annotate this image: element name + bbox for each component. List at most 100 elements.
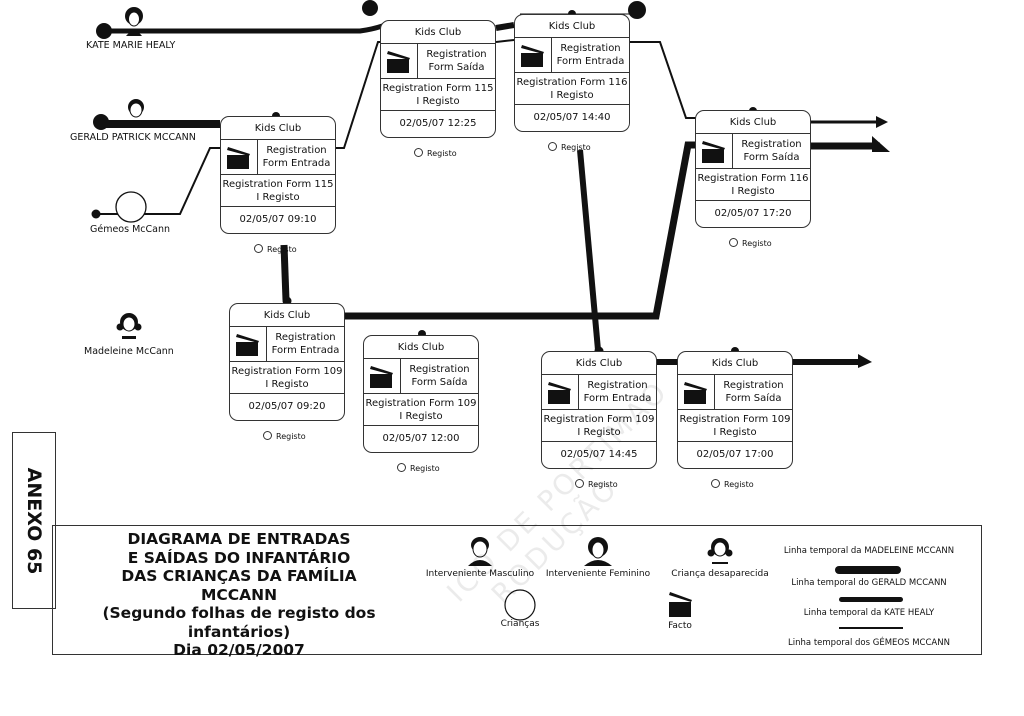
event-form-line: Registration Form 115 <box>222 179 334 190</box>
event-form-line: Registration Form 109 <box>543 414 655 425</box>
event-type-line: Form Entrada <box>271 345 340 356</box>
fact-clapper-icon <box>696 134 733 168</box>
person-twins: Gémeos McCann <box>90 190 170 235</box>
legend-missing-label: Criança desaparecida <box>671 569 769 579</box>
event-source-label: Registo <box>724 480 754 489</box>
event-place: Kids Club <box>364 336 478 359</box>
event-source-label: Registo <box>588 480 618 489</box>
event-form-line: Registration Form 116 <box>697 173 809 184</box>
event-form-line: I Registo <box>265 379 309 390</box>
legend-female: Interveniente Feminino <box>543 536 653 579</box>
event-source-label: Registo <box>276 432 306 441</box>
event-type-line: Form Saída <box>411 377 468 388</box>
event-datetime: 02/05/07 17:00 <box>696 449 774 460</box>
event-type-line: Form Saída <box>428 62 485 73</box>
fact-clapper-icon <box>542 375 579 409</box>
event-source: Registo <box>548 142 591 152</box>
event-source: Registo <box>575 479 618 489</box>
event-type-line: Registration <box>409 364 470 375</box>
legend-timeline-twins: Linha temporal dos GÉMEOS MCCANN <box>769 638 969 648</box>
event-type-line: Registration <box>723 380 784 391</box>
fact-clapper-icon <box>221 140 258 174</box>
event-source-label: Registo <box>742 239 772 248</box>
male-person-icon <box>127 99 145 124</box>
source-circle-icon <box>397 463 406 472</box>
event-source: Registo <box>711 479 754 489</box>
title-line: E SAÍDAS DO INFANTÁRIO <box>127 548 351 567</box>
legend-male-label: Interveniente Masculino <box>425 569 535 579</box>
female-person-icon <box>584 537 612 566</box>
event-type-line: Form Saída <box>725 393 782 404</box>
fact-clapper-icon <box>230 327 267 361</box>
timeline-label: Linha temporal da KATE HEALY <box>803 608 935 618</box>
title-line: DIAGRAMA DE ENTRADAS <box>127 530 351 548</box>
source-circle-icon <box>254 244 263 253</box>
source-circle-icon <box>414 148 423 157</box>
event-form-line: I Registo <box>550 90 594 101</box>
title-line: Dia 02/05/2007 <box>173 641 305 659</box>
title-line: MCCANN <box>200 585 278 604</box>
annex-label: ANEXO 65 <box>12 432 56 609</box>
event-source-label: Registo <box>561 143 591 152</box>
gerald-timeline <box>93 114 890 152</box>
event-type-line: Form Entrada <box>262 158 331 169</box>
event-form: Registration Form 116 I Registo <box>515 73 629 105</box>
event-type-line: Form Entrada <box>583 393 652 404</box>
person-kate: KATE MARIE HEALY <box>84 6 175 51</box>
event-form-line: Registration Form 109 <box>365 398 477 409</box>
event-form-line: Registration Form 116 <box>516 77 628 88</box>
person-name: Madeleine McCann <box>84 346 174 357</box>
legend-timeline-madeleine: Linha temporal da MADELEINE MCCANN <box>769 546 969 556</box>
title-line: DAS CRIANÇAS DA FAMÍLIA <box>121 567 357 585</box>
fact-clapper-icon <box>515 38 552 72</box>
event-source-label: Registo <box>427 149 457 158</box>
missing-child-icon <box>707 538 733 564</box>
event-place: Kids Club <box>230 304 344 327</box>
legend-timeline-kate: Linha temporal da KATE HEALY <box>769 608 969 618</box>
event-form-line: I Registo <box>416 96 460 107</box>
event-type-line: Form Saída <box>743 152 800 163</box>
legend-fact-label: Facto <box>668 621 692 631</box>
person-madeleine: Madeleine McCann <box>84 312 174 357</box>
title-line: (Segundo folhas de registo dos infantári… <box>102 604 376 641</box>
legend-timeline-gerald: Linha temporal do GERALD MCCANN <box>769 578 969 588</box>
source-circle-icon <box>729 238 738 247</box>
event-datetime: 02/05/07 12:25 <box>399 118 477 129</box>
event-source: Registo <box>254 244 297 254</box>
event-datetime: 02/05/07 09:20 <box>248 401 326 412</box>
event-datetime: 02/05/07 14:40 <box>533 112 611 123</box>
legend: DIAGRAMA DE ENTRADAS E SAÍDAS DO INFANTÁ… <box>52 525 982 659</box>
event-source: Registo <box>263 431 306 441</box>
event-datetime: 02/05/07 12:00 <box>382 433 460 444</box>
legend-female-label: Interveniente Feminino <box>545 569 651 579</box>
event-datetime: 02/05/07 09:10 <box>239 214 317 225</box>
event-datetime: 02/05/07 17:20 <box>714 208 792 219</box>
event-form: Registration Form 109 I Registo <box>542 410 656 442</box>
child-circle-icon <box>115 191 147 223</box>
event-source-label: Registo <box>267 245 297 254</box>
legend-fact: Facto <box>655 590 705 631</box>
legend-children: Crianças <box>485 588 555 629</box>
person-name: GERALD PATRICK MCCANN <box>70 132 196 143</box>
source-circle-icon <box>263 431 272 440</box>
event-type-line: Registration <box>275 332 336 343</box>
event-form-line: I Registo <box>577 427 621 438</box>
event-form-line: Registration Form 109 <box>231 366 343 377</box>
event-datetime: 02/05/07 14:45 <box>560 449 638 460</box>
event-place: Kids Club <box>515 15 629 38</box>
event-place: Kids Club <box>696 111 810 134</box>
source-circle-icon <box>575 479 584 488</box>
